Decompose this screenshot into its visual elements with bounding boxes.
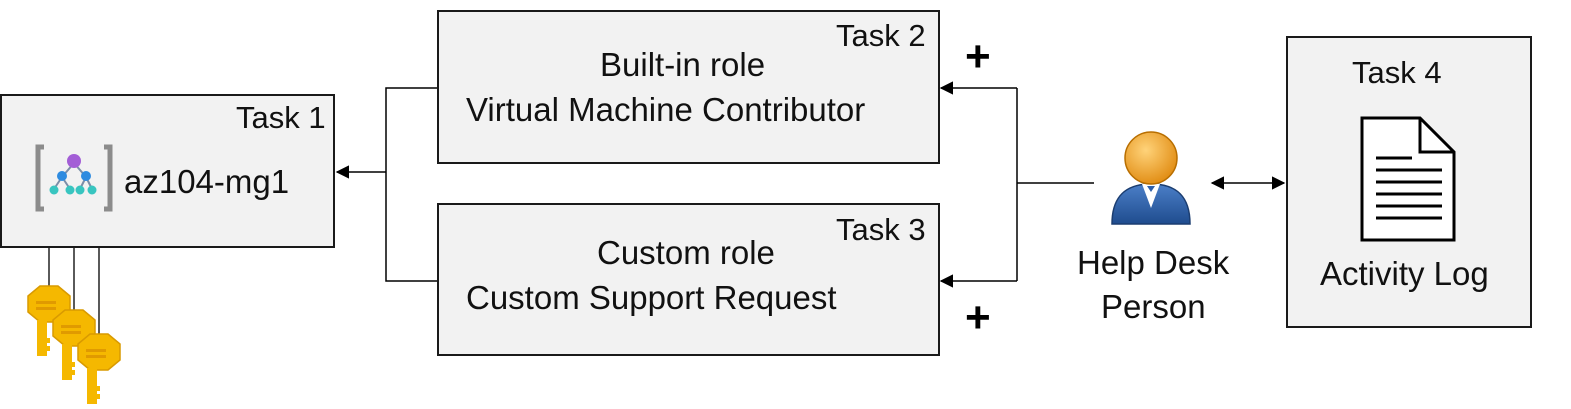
task3-role-name: Custom Support Request bbox=[466, 279, 837, 316]
task3-role-type: Custom role bbox=[597, 234, 775, 271]
task2-role-type: Built-in role bbox=[600, 46, 766, 83]
person-name-line2: Person bbox=[1101, 288, 1206, 325]
task1-label: Task 1 bbox=[236, 100, 326, 135]
plus-sign-top: + bbox=[965, 32, 991, 81]
task2-role-name: Virtual Machine Contributor bbox=[466, 91, 866, 128]
person-icon bbox=[1111, 131, 1191, 225]
management-group-name: az104-mg1 bbox=[124, 163, 290, 200]
task3-label: Task 3 bbox=[836, 212, 926, 247]
roles-to-mg-connector bbox=[385, 87, 437, 282]
task4-label: Task 4 bbox=[1352, 55, 1442, 90]
activity-log-caption: Activity Log bbox=[1320, 255, 1489, 292]
task2-label: Task 2 bbox=[836, 18, 926, 53]
key-icon bbox=[27, 285, 121, 404]
task1-box bbox=[0, 94, 335, 248]
task2-box bbox=[437, 10, 940, 164]
document-icon bbox=[1360, 116, 1456, 242]
plus-sign-bottom: + bbox=[965, 293, 991, 342]
management-group-icon bbox=[35, 144, 113, 212]
person-name-line1: Help Desk bbox=[1077, 244, 1230, 281]
task3-box bbox=[437, 203, 940, 356]
